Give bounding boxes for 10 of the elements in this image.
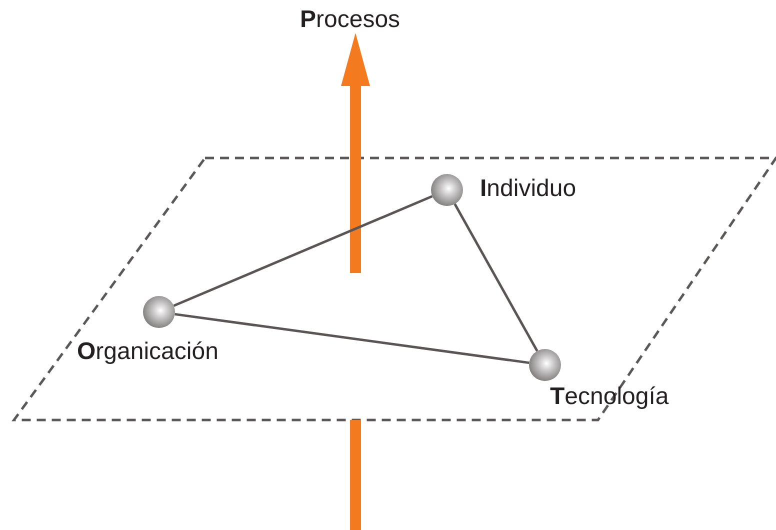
sphere <box>143 296 175 328</box>
connector-line <box>174 312 530 364</box>
axis-label: Procesos <box>300 8 400 32</box>
node-label: Tecnología <box>550 385 669 409</box>
node-label: Individuo <box>480 177 576 201</box>
connector-line <box>173 195 433 307</box>
sphere <box>529 349 561 381</box>
node-label: Organicación <box>77 340 218 364</box>
sphere <box>431 174 463 206</box>
connector-line <box>454 203 538 352</box>
